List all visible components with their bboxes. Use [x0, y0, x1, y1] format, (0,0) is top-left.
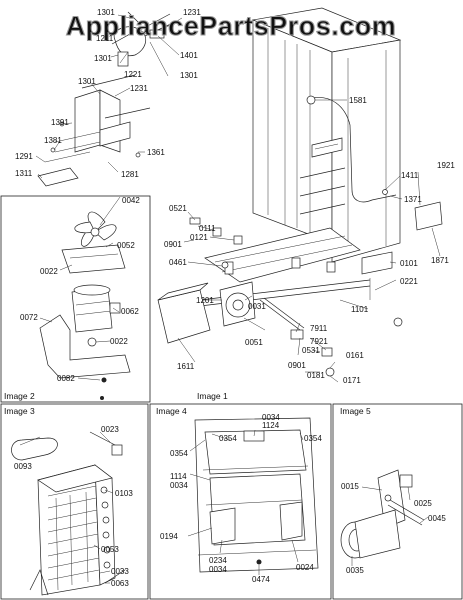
- part-label: 0461: [169, 258, 187, 267]
- part-label: 0042: [122, 196, 140, 205]
- part-label: 0354: [219, 434, 237, 443]
- condenser-drawing: [11, 431, 126, 596]
- image1-part-labels: 1301 1231 1211 1401 1301 1221 1301 1581 …: [15, 8, 455, 385]
- part-label: 0093: [14, 462, 32, 471]
- part-label: 0901: [164, 240, 182, 249]
- part-label: 1361: [147, 148, 165, 157]
- part-label: 1301: [94, 54, 112, 63]
- caption-image3: Image 3: [4, 406, 35, 416]
- part-label: 1311: [15, 169, 33, 178]
- part-label: 0181: [307, 371, 325, 380]
- part-label: 1381: [44, 136, 62, 145]
- part-label: 0354: [304, 434, 322, 443]
- part-label: 0111: [199, 224, 216, 233]
- cabinet-drawing: [157, 7, 443, 377]
- panel-frames: [0, 195, 463, 600]
- fan-motor-drawing: [39, 211, 131, 400]
- part-label: 1221: [124, 70, 142, 79]
- panel-image5-frame: [332, 403, 463, 600]
- part-label: 1611: [177, 362, 195, 371]
- part-label: 0045: [428, 514, 446, 523]
- part-label: 0101: [400, 259, 418, 268]
- part-label: 0024: [296, 563, 314, 572]
- part-label: 1291: [15, 152, 33, 161]
- part-label: 1921: [437, 161, 455, 170]
- panel-image3-frame: [0, 403, 149, 600]
- damper-drawing: [340, 469, 425, 559]
- part-label: 1371: [404, 195, 422, 204]
- image5-part-labels: 0015 0025 0045 0035: [341, 482, 446, 575]
- part-label: 0521: [169, 204, 187, 213]
- image3-part-labels: 0023 0093 0103 0053 0033 0063: [14, 425, 133, 588]
- part-label: 1281: [121, 170, 139, 179]
- part-label: 0025: [414, 499, 432, 508]
- part-label: 1581: [349, 96, 367, 105]
- part-label: 1301: [78, 77, 96, 86]
- part-label: 0053: [101, 545, 119, 554]
- part-label: 0031: [248, 302, 266, 311]
- part-label: 0103: [115, 489, 133, 498]
- part-label: 0121: [190, 233, 208, 242]
- part-label: 0023: [101, 425, 119, 434]
- part-label: 1871: [431, 256, 449, 265]
- part-label: 0015: [341, 482, 359, 491]
- caption-image2: Image 2: [4, 391, 35, 401]
- upper-control-assembly: [37, 11, 176, 187]
- part-label: 0531: [302, 346, 320, 355]
- part-label: 0082: [57, 374, 75, 383]
- part-label: 0033: [111, 567, 129, 576]
- part-label: 1124: [262, 421, 280, 430]
- part-label: 0063: [111, 579, 129, 588]
- caption-image5: Image 5: [340, 406, 371, 416]
- part-label: 0022: [40, 267, 58, 276]
- part-label: 1301: [180, 71, 198, 80]
- part-label: 0221: [400, 277, 418, 286]
- part-label: 0062: [121, 307, 139, 316]
- part-label: 0234: [209, 556, 227, 565]
- part-label: 1114: [170, 472, 187, 481]
- part-label: 0022: [110, 337, 128, 346]
- part-label: 7911: [310, 324, 328, 333]
- part-label: 0161: [346, 351, 364, 360]
- watermark-text: AppliancePartsPros.com: [66, 11, 397, 41]
- part-label: 0052: [117, 241, 135, 250]
- part-label: 1101: [351, 305, 369, 314]
- part-label: 1401: [180, 51, 198, 60]
- part-label: 0171: [343, 376, 361, 385]
- part-label: 0034: [209, 565, 227, 574]
- part-label: 1301: [97, 8, 115, 17]
- panel-image4-frame: [149, 403, 332, 600]
- part-label: 1201: [196, 296, 214, 305]
- part-label: 0354: [170, 449, 188, 458]
- image4-part-labels: 0034 1124 0354 0354 0354 1114 0034 0194 …: [160, 413, 322, 584]
- leader-lines: [19, 14, 441, 584]
- part-label: 1231: [130, 84, 148, 93]
- part-label: 0051: [245, 338, 263, 347]
- part-label: 0474: [252, 575, 270, 584]
- part-label: 0072: [20, 313, 38, 322]
- part-label: 1231: [183, 8, 201, 17]
- part-label: 0035: [346, 566, 364, 575]
- part-label: 0034: [262, 413, 280, 422]
- part-label: 0901: [288, 361, 306, 370]
- part-label: 1411: [401, 171, 419, 180]
- part-label: 1211: [96, 34, 114, 43]
- part-label: 0034: [170, 481, 188, 490]
- image2-part-labels: 0042 0052 0022 0062 0072 0022 0082: [20, 196, 140, 383]
- caption-image1: Image 1: [197, 391, 228, 401]
- caption-image4: Image 4: [156, 406, 187, 416]
- part-label: 0194: [160, 532, 178, 541]
- freezer-liner-drawing: [194, 417, 319, 573]
- part-label: 7921: [310, 337, 328, 346]
- panel-image2-frame: [0, 195, 151, 403]
- part-label: 1391: [51, 118, 69, 127]
